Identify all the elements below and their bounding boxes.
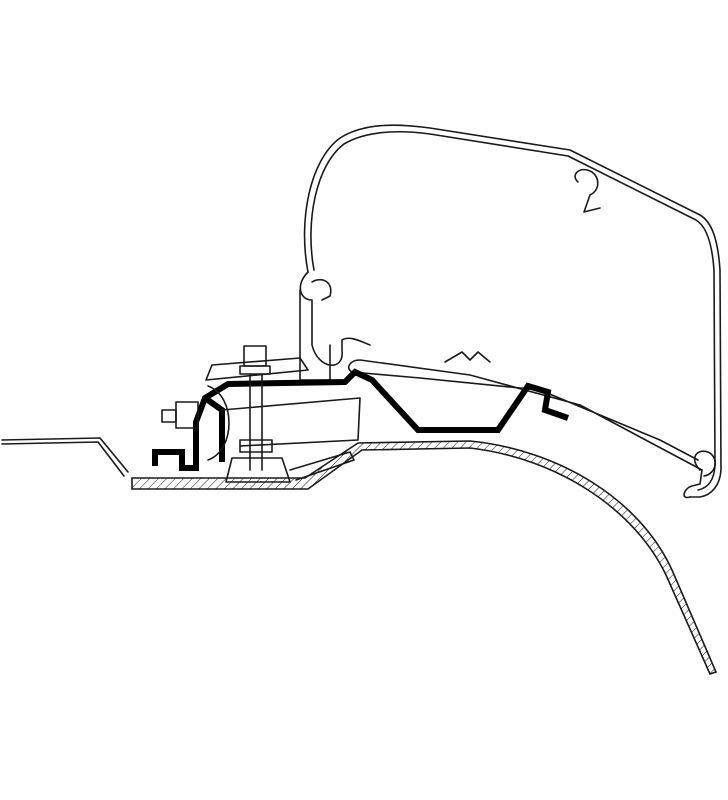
- vehicle-roof: [1, 437, 718, 675]
- bolt-assembly: [161, 345, 291, 483]
- mounting-adapter-bracket: [152, 368, 569, 471]
- awning-housing: [299, 124, 722, 499]
- clamp-plate: [205, 357, 355, 481]
